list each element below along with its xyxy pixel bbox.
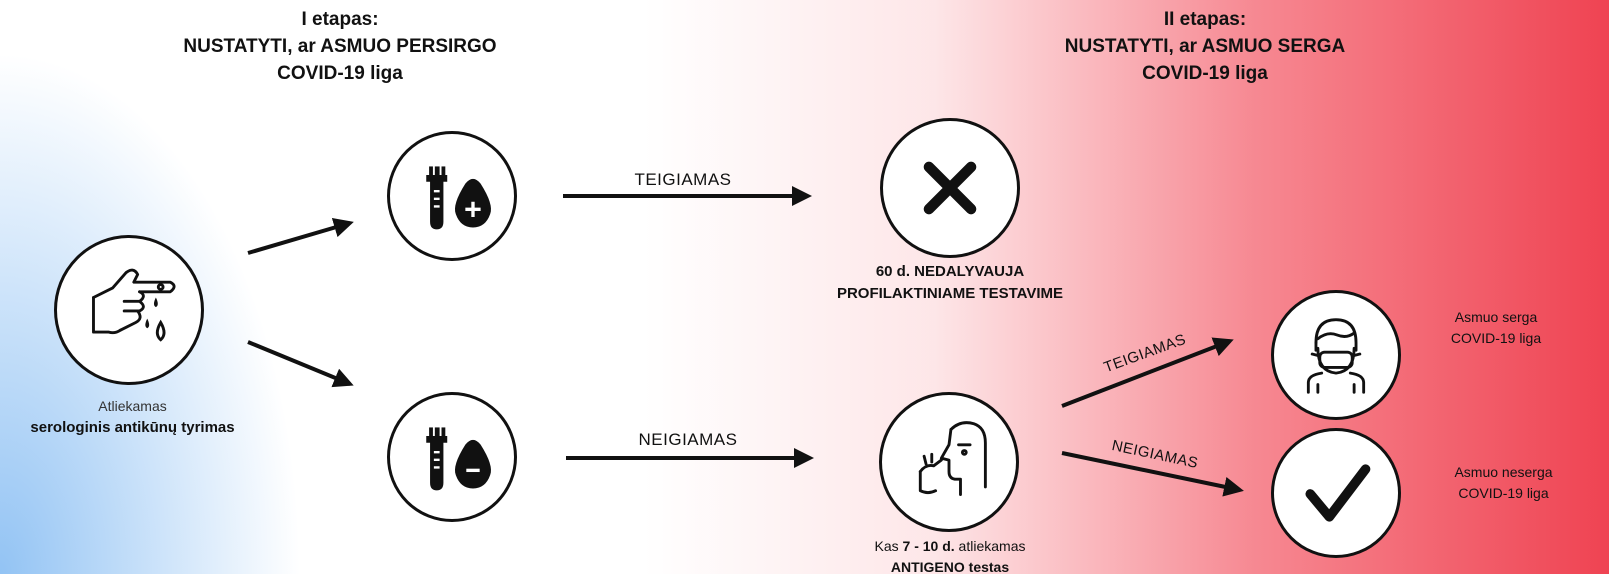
finger-blood-drop-icon — [92, 268, 176, 342]
antigen-test-circle — [879, 392, 1019, 532]
start-node-circle — [54, 235, 204, 385]
positive-result-circle — [387, 131, 517, 261]
arrow-antigen-to-healthy — [1061, 451, 1244, 497]
excluded-circle — [880, 118, 1020, 258]
sick-caption: Asmuo serga COVID-19 liga — [1450, 309, 1542, 346]
arrow-start-to-positive — [247, 217, 354, 255]
checkmark-icon — [1305, 464, 1371, 522]
cross-icon — [923, 161, 977, 215]
start-caption: Atliekamas serologinis antikūnų tyrimas — [30, 398, 235, 436]
healthy-caption: Asmuo neserga COVID-19 liga — [1454, 464, 1553, 501]
sick-circle — [1271, 290, 1401, 420]
positive-edge-label: TEIGIAMAS — [634, 170, 732, 189]
nasal-swab-icon — [918, 421, 987, 496]
healthy-circle — [1271, 428, 1401, 558]
test-tube-blood-minus-icon — [426, 427, 492, 491]
arrow-start-to-negative — [247, 340, 354, 388]
stage2-title: II etapas: NUSTATYTI, ar ASMUO SERGA COV… — [1064, 9, 1346, 84]
masked-person-icon — [1306, 318, 1366, 394]
negative-result-circle — [387, 392, 517, 522]
negative-edge-label: NEIGIAMAS — [638, 430, 738, 449]
stage1-title: I etapas: NUSTATYTI, ar ASMUO PERSIRGO C… — [183, 9, 497, 84]
antigen-caption: Kas 7 - 10 d. atliekamas ANTIGENO testas — [874, 538, 1026, 575]
arrow-antigen-to-sick — [1061, 337, 1234, 408]
excluded-caption: 60 d. NEDALYVAUJA PROFILAKTINIAME TESTAV… — [836, 263, 1064, 302]
test-tube-blood-plus-icon — [426, 166, 492, 230]
